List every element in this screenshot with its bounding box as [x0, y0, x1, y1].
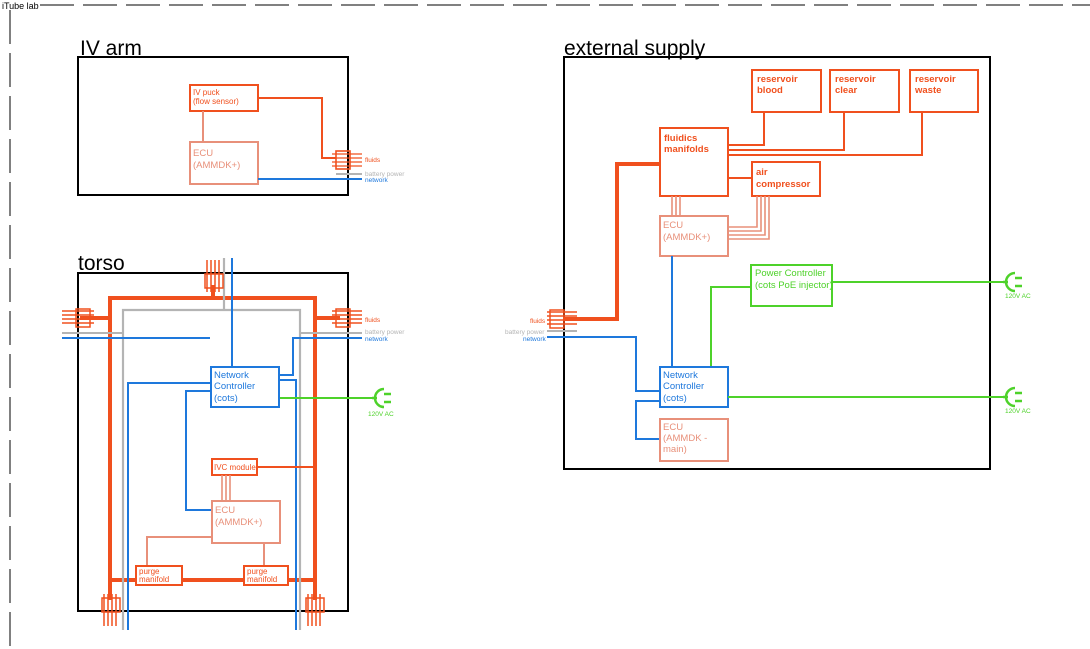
fluidics-label-2: manifolds [664, 144, 709, 155]
iv-puck-label-2: (flow sensor) [193, 97, 239, 106]
external-ecu-main-box [659, 418, 729, 462]
torso-nc-label-3: (cots) [214, 393, 238, 404]
reservoir-clear-box [829, 69, 900, 113]
external-ecu-top-label-1: ECU [663, 220, 683, 231]
power-controller-box [750, 264, 833, 307]
external-plug-icon-1 [1003, 271, 1022, 293]
external-fluid-connector [547, 309, 577, 329]
external-network-port-line [547, 336, 660, 392]
torso-net-right-down [279, 379, 297, 630]
torso-purge-left-label-1: purge [139, 567, 160, 576]
external-main-fluid-line [563, 162, 660, 321]
torso-ecu-label-1: ECU [215, 505, 235, 516]
torso-network-controller-box [210, 366, 280, 408]
power-controller-to-nc [710, 286, 751, 367]
torso-port-fluids-label: fluids [365, 317, 381, 324]
reservoir-waste-label-1: reservoir [915, 74, 956, 85]
external-power-label-1: 120V AC [1005, 293, 1031, 300]
external-network-controller-box [659, 366, 729, 408]
torso-ivc-label: IVC module [214, 463, 256, 472]
reservoir-waste-box [909, 69, 979, 113]
torso-title: torso [78, 252, 125, 275]
iv-ecu-label-1: ECU [193, 148, 213, 159]
reservoir-blood-label-2: blood [757, 85, 783, 96]
torso-purge-right-box [243, 565, 289, 586]
iv-puck-label-1: IV puck [193, 88, 221, 97]
external-nc-label-3: (cots) [663, 393, 687, 404]
fluidics-manifolds-box [659, 127, 729, 197]
reservoir-clear-label-1: reservoir [835, 74, 876, 85]
external-ecu-main-label-2: (AMMDK - [663, 433, 707, 444]
external-nc-label-1: Network [663, 370, 698, 381]
torso-net-to-ecu [185, 390, 212, 511]
external-ecu-top-box [659, 215, 729, 257]
air-compressor-label-1: air [756, 167, 768, 178]
external-port-fluids-label: fluids [530, 318, 546, 325]
torso-purge-right-label-2: manifold [247, 575, 277, 584]
iv-arm-frame [77, 56, 349, 196]
link-fluidics-clear [728, 112, 845, 151]
air-ecu-wire-4 [728, 196, 770, 240]
fluidics-label-1: fluidics [664, 133, 697, 144]
external-plug-icon-2 [1003, 386, 1022, 408]
torso-ecu-purge-left-link [146, 536, 212, 566]
torso-net-right-port [279, 337, 362, 376]
torso-fluid-connector-left [62, 308, 94, 328]
air-compressor-label-2: compressor [756, 179, 811, 190]
torso-nc-label-1: Network [214, 370, 249, 381]
torso-battery-ring [121, 308, 302, 630]
power-controller-label-2: (cots PoE injector) [755, 280, 833, 291]
torso-nc-label-2: Controller [214, 381, 255, 392]
torso-ecu-label-2: (AMMDK+) [215, 517, 262, 528]
header-title: iTube lab [2, 1, 39, 11]
torso-purge-right-label-1: purge [247, 567, 268, 576]
reservoir-blood-box [751, 69, 822, 113]
reservoir-clear-label-2: clear [835, 85, 857, 96]
torso-fluid-connector-bottom-left [101, 594, 121, 626]
external-power-label-2: 120V AC [1005, 408, 1031, 415]
iv-ecu-box [189, 141, 259, 185]
external-port-battery-label: battery power [505, 329, 545, 336]
external-ecu-top-label-2: (AMMDK+) [663, 232, 710, 243]
external-port-network-label: network [523, 336, 547, 343]
air-ecu-wire-3 [728, 196, 766, 236]
torso-port-battery-label: battery power [365, 329, 405, 336]
external-supply-group: external supply reservoir blood reservoi… [505, 37, 1031, 470]
external-ecu-main-label-3: main) [663, 444, 687, 455]
link-fluidics-blood [728, 112, 765, 146]
reservoir-blood-label-1: reservoir [757, 74, 798, 85]
torso-plug-icon [372, 387, 391, 409]
power-controller-label-1: Power Controller [755, 268, 826, 279]
iv-fluid-line [258, 97, 336, 159]
reservoir-waste-label-2: waste [914, 85, 941, 96]
torso-fluid-connector-top [204, 260, 224, 292]
torso-port-network-label: network [365, 336, 389, 343]
torso-power-label: 120V AC [368, 411, 394, 418]
torso-group: torso Network Controller (cots) IVC modu… [62, 252, 405, 630]
external-ecu-main-label-1: ECU [663, 422, 683, 433]
torso-fluid-connector-right [332, 308, 362, 328]
torso-purge-left-box [135, 565, 183, 586]
external-nc-label-2: Controller [663, 381, 704, 392]
iv-port-battery-label: battery power [365, 171, 405, 178]
iv-port-fluids-label: fluids [365, 157, 381, 164]
torso-purge-left-label-2: manifold [139, 575, 169, 584]
iv-port-network-label: network [365, 177, 389, 184]
torso-frame [77, 272, 349, 612]
iv-fluid-connector [335, 150, 351, 170]
external-frame [563, 56, 991, 470]
torso-ecu-box [211, 500, 281, 544]
iv-arm-title: IV arm [80, 37, 142, 60]
torso-net-left-down [127, 382, 211, 630]
nc-to-ecu-main-network [635, 400, 660, 440]
air-ecu-wire-2 [728, 196, 762, 232]
torso-fluid-connector-bottom-right [305, 594, 325, 626]
iv-arm-group: IV arm IV puck (flow sensor) ECU (AMMDK+… [77, 37, 405, 196]
link-fluidics-waste [728, 112, 923, 156]
iv-ecu-label-2: (AMMDK+) [193, 160, 240, 171]
external-title: external supply [564, 37, 706, 60]
air-ecu-wire-1 [728, 196, 758, 228]
